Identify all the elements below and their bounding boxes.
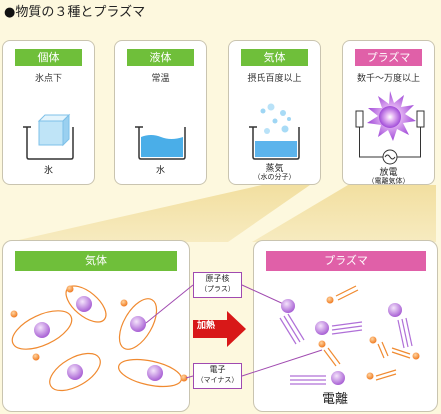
state-panel-solid: 個体 氷点下 氷 bbox=[2, 40, 95, 185]
state-panel-plasma: プラズマ 数千～万度以上 放電 （電離気体） bbox=[342, 40, 435, 185]
state-label-gas: 蒸気 bbox=[265, 164, 284, 174]
title-bullet: ● bbox=[4, 5, 16, 20]
plasma-nucleus-3 bbox=[388, 303, 413, 349]
gas-atom-5 bbox=[117, 358, 188, 388]
plasma-nucleus-1 bbox=[279, 299, 305, 345]
ionized-label: 電離 bbox=[322, 392, 349, 407]
heat-label: 加熱 bbox=[197, 321, 216, 331]
title-text: 物質の３種とプラズマ bbox=[15, 5, 146, 20]
electron-label: 電子 bbox=[209, 365, 226, 374]
gas-atom-3 bbox=[118, 298, 158, 350]
electron-sublabel: （マイナス） bbox=[196, 376, 239, 384]
state-header-solid: 個体 bbox=[15, 49, 82, 66]
gas-detail-header: 気体 bbox=[15, 251, 177, 271]
page-title: ●物質の３種とプラズマ bbox=[4, 1, 145, 20]
nucleus-label: 原子核 bbox=[205, 274, 230, 283]
state-panel-gas: 気体 摂氏百度以上 蒸気 （水の分子） bbox=[228, 40, 321, 185]
connector-fan-gas bbox=[10, 185, 310, 242]
solid-beaker-illustration bbox=[23, 113, 74, 160]
gas-atom-2 bbox=[65, 285, 107, 323]
state-subtitle-plasma: 数千～万度以上 bbox=[356, 74, 420, 84]
heat-arrow bbox=[193, 311, 246, 347]
gas-atom-1 bbox=[10, 310, 73, 350]
liquid-beaker-illustration bbox=[135, 126, 186, 160]
connector-fan-plasma bbox=[252, 185, 436, 242]
plasma-electron-1 bbox=[326, 285, 359, 304]
plasma-nucleus-2 bbox=[315, 321, 363, 335]
state-header-gas: 気体 bbox=[241, 49, 308, 66]
state-label-solid: 氷 bbox=[43, 166, 53, 176]
gas-beaker-illustration bbox=[249, 103, 300, 160]
nucleus-sublabel: （プラス） bbox=[200, 285, 235, 293]
nucleus-callout: 原子核 （プラス） bbox=[193, 272, 242, 298]
state-subtitle-liquid: 常温 bbox=[151, 74, 170, 84]
state-label2-plasma: （電離気体） bbox=[367, 177, 410, 185]
gas-detail-panel: 気体 bbox=[2, 240, 190, 412]
state-panel-liquid: 液体 常温 水 bbox=[114, 40, 207, 185]
state-header-liquid: 液体 bbox=[127, 49, 194, 66]
state-subtitle-solid: 氷点下 bbox=[34, 74, 62, 84]
plasma-discharge-illustration bbox=[355, 91, 425, 165]
state-label2-gas: （水の分子） bbox=[253, 173, 296, 181]
plasma-electron-2 bbox=[369, 336, 389, 359]
plasma-detail-header: プラズマ bbox=[266, 251, 426, 271]
plasma-electron-3 bbox=[318, 340, 341, 367]
plasma-electron-5 bbox=[366, 369, 397, 381]
state-label-plasma: 放電 bbox=[379, 168, 398, 178]
state-label-liquid: 水 bbox=[155, 166, 165, 176]
plasma-nucleus-4 bbox=[290, 371, 345, 385]
electron-callout: 電子 （マイナス） bbox=[193, 363, 242, 389]
state-subtitle-gas: 摂氏百度以上 bbox=[247, 74, 302, 84]
gas-atom-4 bbox=[32, 352, 101, 392]
state-header-plasma: プラズマ bbox=[355, 49, 422, 66]
plasma-electron-4 bbox=[391, 347, 420, 360]
